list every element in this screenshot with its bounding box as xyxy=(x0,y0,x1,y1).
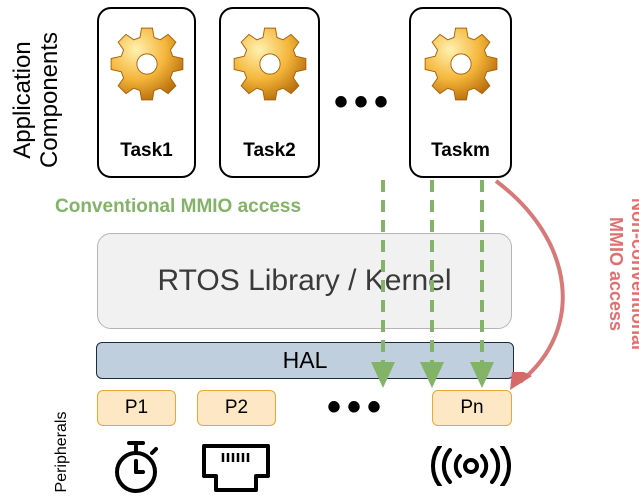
tasks-ellipsis: ••• xyxy=(334,80,395,124)
peripheral-p2: P2 xyxy=(197,390,276,426)
peripherals-ellipsis: ••• xyxy=(327,385,388,429)
task-label-2: Task2 xyxy=(243,140,296,161)
peripheral-label-pn: Pn xyxy=(460,397,484,418)
non-conventional-line2: MMIO access xyxy=(606,216,626,332)
hal-bar: HAL xyxy=(96,342,514,379)
non-conventional-arrowhead xyxy=(510,372,532,390)
radio-waves-icon xyxy=(430,446,512,486)
non-conventional-arrow xyxy=(494,179,565,384)
peripheral-label-p1: P1 xyxy=(124,397,149,418)
gear-icon xyxy=(233,27,306,101)
task-box-1: Task1 xyxy=(97,7,196,178)
conventional-arrowhead-1 xyxy=(371,362,395,388)
conventional-arrowhead-2 xyxy=(420,362,444,388)
stopwatch-icon xyxy=(115,441,158,493)
task-label-m: Taskm xyxy=(431,140,490,161)
hal-label: HAL xyxy=(282,347,328,373)
rtos-kernel-label: RTOS Library / Kernel xyxy=(157,264,452,297)
task-label-1: Task1 xyxy=(120,140,173,161)
gear-icon xyxy=(110,27,183,101)
conventional-arrowhead-3 xyxy=(470,362,494,388)
task-box-m: Taskm xyxy=(409,7,512,178)
rtos-kernel-box: RTOS Library / Kernel xyxy=(97,233,512,329)
peripheral-label-p2: P2 xyxy=(224,397,249,418)
peripheral-p1: P1 xyxy=(97,390,176,426)
peripheral-pn: Pn xyxy=(432,390,512,426)
peripherals-label: Peripherals xyxy=(53,411,70,493)
gear-icon xyxy=(424,27,497,101)
ethernet-port-icon xyxy=(202,444,270,492)
task-box-2: Task2 xyxy=(219,7,320,178)
conventional-access-label: Conventional MMIO access xyxy=(55,196,302,217)
non-conventional-access-label: Non-conventional MMIO access xyxy=(601,179,639,369)
non-conventional-line1: Non-conventional xyxy=(628,198,639,350)
